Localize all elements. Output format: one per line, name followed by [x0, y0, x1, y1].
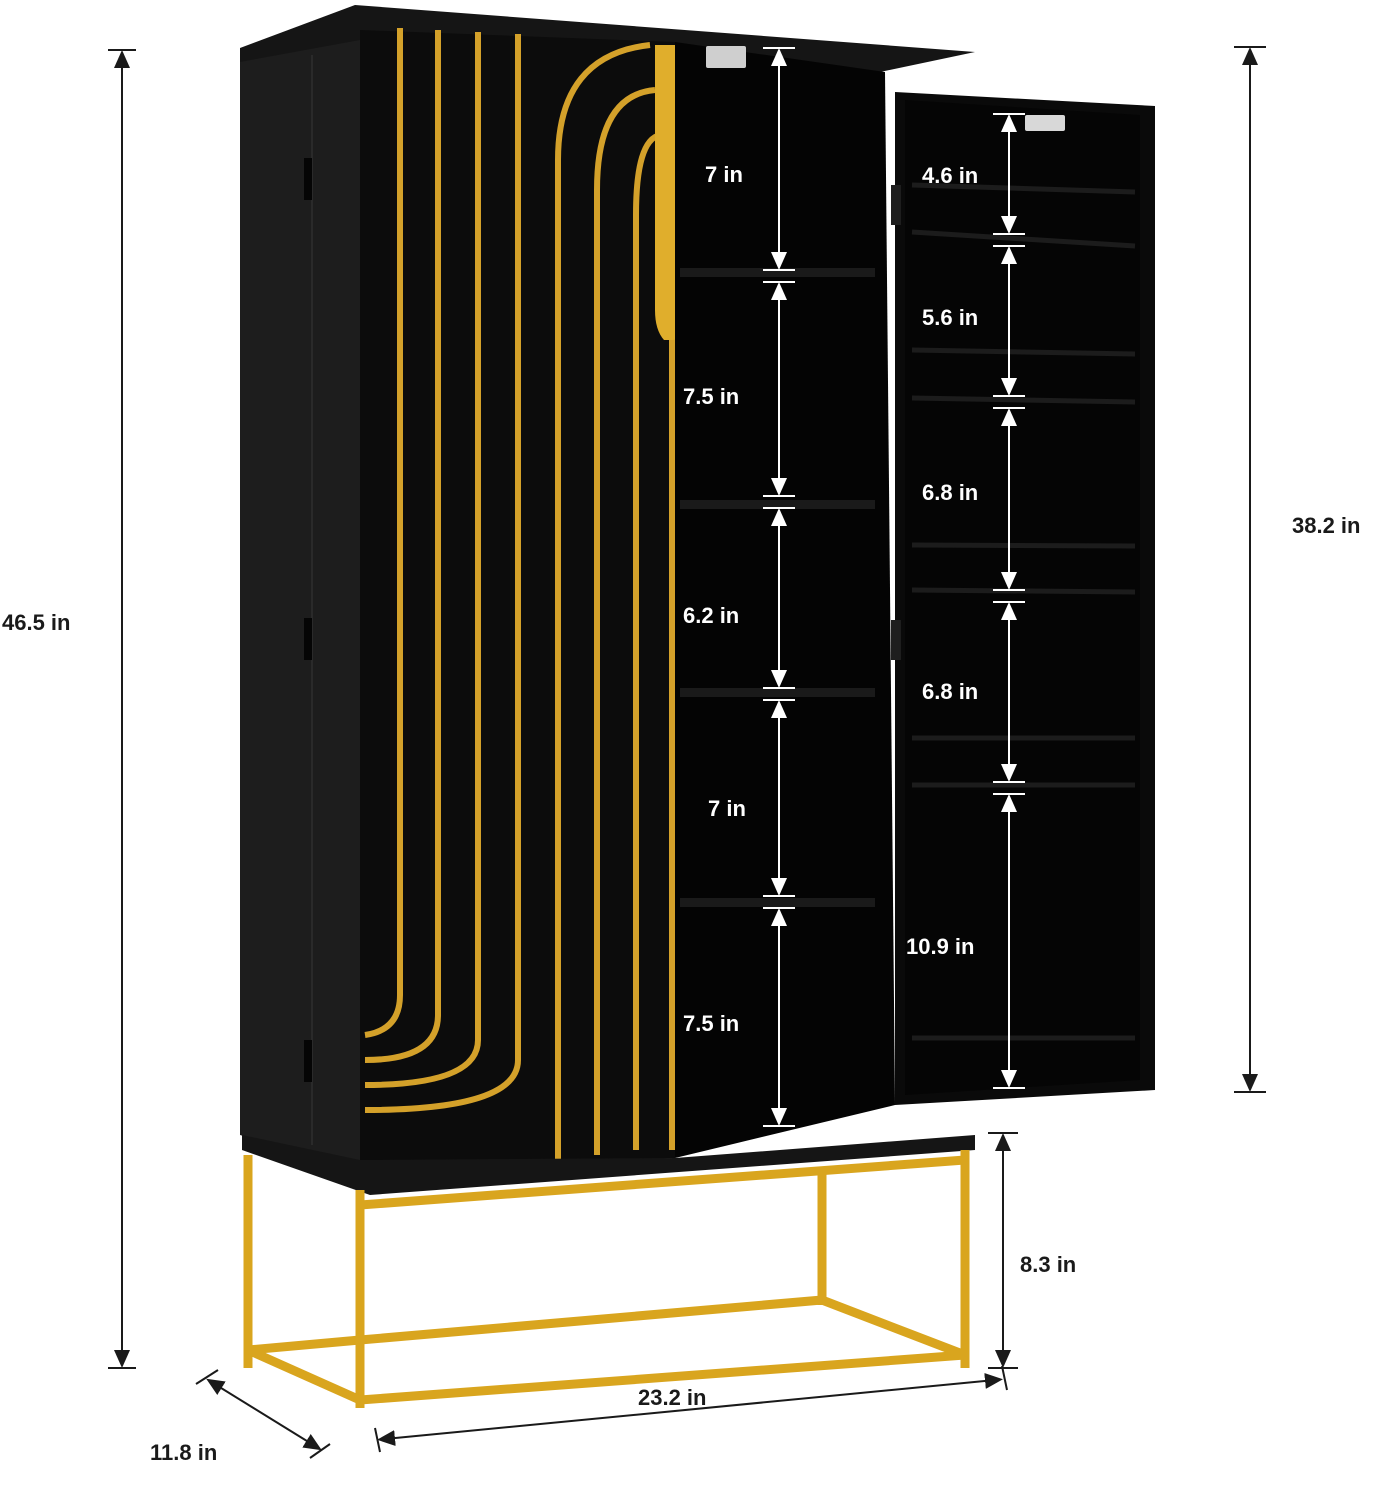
hinge-icon — [304, 158, 312, 200]
door-gap-label: 6.8 in — [922, 480, 978, 505]
hinge-icon — [891, 185, 901, 225]
depth-label: 11.8 in — [150, 1440, 217, 1465]
door-gap-label: 4.6 in — [922, 163, 978, 188]
cabinet-side-panel — [240, 40, 360, 1170]
hinge-icon — [891, 620, 901, 660]
leg-height-label: 8.3 in — [1020, 1252, 1076, 1277]
cabinet-gap-label: 7 in — [705, 162, 743, 187]
cabinet-gap-label: 7 in — [708, 796, 746, 821]
hinge-icon — [304, 1040, 312, 1082]
door-shelf-dimensions — [993, 113, 1025, 1089]
width-dimension: 23.2 in — [374, 1365, 1008, 1453]
door-height-label: 38.2 in — [1292, 513, 1360, 538]
cabinet — [240, 5, 1155, 1408]
door-gap-label: 10.9 in — [906, 934, 974, 959]
door-gap-label: 5.6 in — [922, 305, 978, 330]
width-label: 23.2 in — [638, 1385, 706, 1410]
cabinet-gap-label: 6.2 in — [683, 603, 739, 628]
hinge-icon — [304, 618, 312, 660]
cabinet-shelf-dimensions — [763, 47, 795, 1127]
latch-icon — [1025, 115, 1065, 131]
latch-icon — [706, 46, 746, 68]
cabinet-interior — [675, 42, 895, 1158]
cabinet-gap-label: 7.5 in — [683, 384, 739, 409]
shelves — [680, 268, 875, 907]
cabinet-base — [242, 1135, 975, 1195]
depth-dimension: 11.8 in — [150, 1369, 331, 1465]
overall-height-label: 46.5 in — [2, 610, 70, 635]
door-height-dimension: 38.2 in — [1234, 46, 1360, 1093]
leg-height-dimension: 8.3 in — [988, 1132, 1076, 1369]
door-gap-label: 6.8 in — [922, 679, 978, 704]
overall-height-dimension: 46.5 in — [2, 49, 136, 1369]
cabinet-gap-label: 7.5 in — [683, 1011, 739, 1036]
